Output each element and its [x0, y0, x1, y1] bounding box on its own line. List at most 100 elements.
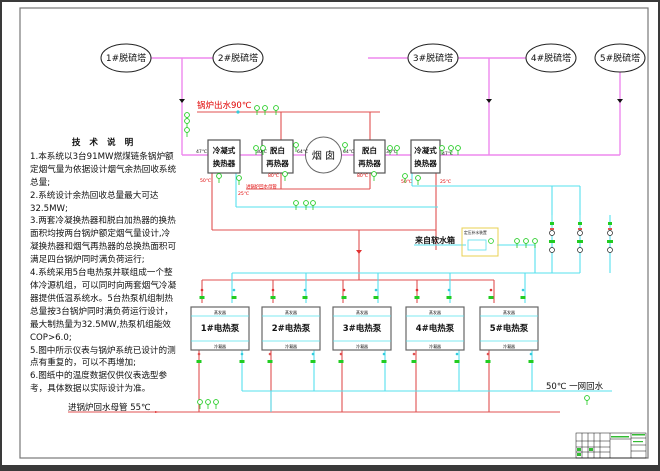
exchanger-right: 冷凝式 换热器: [410, 139, 441, 174]
valve-icon: [270, 296, 276, 299]
return-header-small-label: 进锅炉回水母管: [246, 183, 277, 190]
instrument-gauge: [310, 200, 316, 210]
valve-icon: [199, 296, 205, 299]
temp-flue-mid-left: 30℃: [256, 149, 267, 155]
circulation-pumps: [549, 215, 613, 270]
exchanger-right-line2: 换热器: [414, 158, 437, 168]
note-item-2: 2.系统设计余热回收总量最大可达32.5MW;: [30, 190, 159, 214]
valve-icon: [239, 360, 245, 363]
instrument-gauge: [254, 105, 260, 115]
valve-icon: [411, 360, 417, 363]
flow-arrows: [179, 99, 623, 103]
drawing-frame: [19, 7, 649, 459]
instrument-gauge: [262, 105, 268, 115]
valve-icon: [373, 296, 379, 299]
instrument-gauge: [455, 145, 461, 155]
reheater-left-line1: 脱白: [270, 145, 285, 155]
title-block: [575, 432, 647, 459]
temp-to-chimney-left: 64℃: [297, 149, 308, 155]
pressure-device-label: 定压补水装置: [464, 230, 487, 235]
valve-icon: [310, 360, 316, 363]
valve-icon: [381, 360, 387, 363]
temp-flue-mid-right: 30℃: [386, 149, 397, 155]
instrument-gauge: [448, 145, 454, 155]
instrument-gauge: [402, 173, 408, 183]
instrument-gauge: [342, 142, 348, 152]
tower-3-label: 3#脱硫塔: [413, 52, 453, 64]
valve-icon: [488, 296, 494, 299]
instrument-gauge: [371, 171, 377, 181]
evaporator-label: 蒸发器: [214, 309, 226, 315]
instrument-gauge: [523, 238, 529, 248]
instrument-gauge: [205, 399, 211, 409]
evaporator-label: 蒸发器: [356, 309, 368, 315]
valve-icon: [196, 360, 202, 363]
instrument-gauge: [293, 142, 299, 152]
notes-title: 技 术 说 明: [71, 138, 137, 148]
valve-icon: [338, 360, 344, 363]
heat-pump-label: 4#电热泵: [416, 323, 455, 334]
instrument-gauge: [584, 395, 590, 405]
evaporator-label: 蒸发器: [429, 309, 441, 315]
pressure-makeup-device: 定压补水装置: [461, 227, 499, 257]
temp-reheater-right: 80℃: [357, 173, 368, 179]
valve-icon: [520, 296, 526, 299]
instrument-gauge: [184, 127, 190, 137]
water-temperature-labels: 50℃ 25℃ 80℃ 80℃ 50℃ 25℃ 进锅炉回水母管: [200, 173, 451, 197]
instrument-gauge: [293, 200, 299, 210]
temp-flue-in-right: 47℃: [442, 151, 453, 157]
heat-pump-label: 2#电热泵: [272, 323, 311, 334]
evaporator-label: 蒸发器: [285, 309, 297, 315]
note-item-3: 3.两套冷凝换热器和脱白加热器的换热面积均按两台锅炉额定烟气量设计,冷凝换热器和…: [30, 216, 177, 266]
instrument-gauge: [260, 145, 266, 155]
tower-5-label: 5#脱硫塔: [600, 52, 640, 64]
exchanger-left-line2: 换热器: [213, 158, 236, 168]
tower-5: 5#脱硫塔: [594, 43, 646, 73]
circulation-pump: [577, 215, 583, 270]
valve-icon: [485, 360, 491, 363]
instrument-gauge: [387, 145, 393, 155]
exchanger-left-line1: 冷凝式: [213, 145, 236, 155]
condenser-label: 冷凝器: [356, 343, 368, 349]
condenser-label: 冷凝器: [429, 343, 441, 349]
tower-1-label: 1#脱硫塔: [106, 52, 146, 64]
instrument-gauge: [213, 399, 219, 409]
soft-water-label: 来自软水箱: [414, 235, 455, 245]
chimney: 烟 囱: [305, 136, 342, 174]
heat-pump-label: 1#电热泵: [201, 323, 240, 334]
reheater-left-line2: 再热器: [266, 158, 289, 168]
evaporator-label: 蒸发器: [503, 309, 515, 315]
condenser-label: 冷凝器: [285, 343, 297, 349]
note-item-5: 5.图中所示仪表与锅炉系统已设计的测点有重复的，可以不再增加;: [30, 345, 176, 369]
valve-icon: [454, 360, 460, 363]
primary-return-label: 50℃ 一网回水: [546, 381, 604, 392]
instrument-gauge: [532, 238, 538, 248]
flue-gas-pipes: [151, 57, 621, 156]
tower-4-label: 4#脱硫塔: [531, 52, 571, 64]
condenser-label: 冷凝器: [214, 343, 226, 349]
instrument-gauge: [415, 175, 421, 185]
instrument-gauge: [514, 238, 520, 248]
valve-icon: [446, 296, 452, 299]
heat-pump-label: 3#电热泵: [343, 323, 382, 334]
boiler-return-label: 进锅炉回水母管 55℃: [68, 402, 151, 413]
note-item-4: 4.系统采用5台电热泵并联组成一个整体冷源机组，可以同时向两套烟气冷凝器提供低温…: [30, 268, 177, 343]
temp-reheater-left: 80℃: [268, 173, 279, 179]
circulation-pump: [549, 215, 555, 270]
instrument-gauge: [197, 399, 203, 409]
temp-water-out-left: 50℃: [200, 178, 211, 184]
instruments: [184, 105, 590, 409]
valve-icon: [528, 360, 534, 363]
instrument-gauge: [282, 171, 288, 181]
reheater-left: 脱白 再热器: [261, 139, 294, 174]
temp-water-out-right: 50℃: [401, 179, 412, 185]
temperature-labels: 47℃ 30℃ 64℃ 64℃ 30℃ 47℃: [196, 149, 453, 157]
instrument-gauge: [216, 173, 222, 183]
instrument-gauge: [439, 145, 445, 155]
